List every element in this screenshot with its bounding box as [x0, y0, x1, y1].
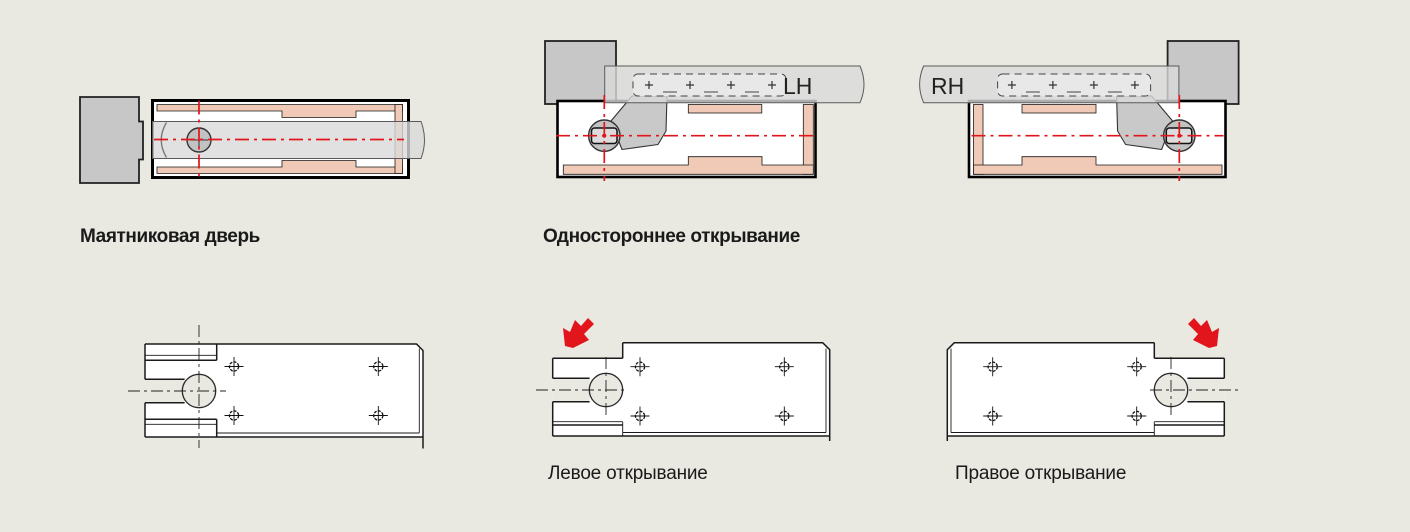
single-action-caption: Одностороннее открывание: [543, 226, 800, 247]
lh-hand-label: LH: [783, 73, 813, 99]
frame-post: [1166, 40, 1240, 105]
single-action-lh-diagram: [544, 40, 865, 181]
centerlines: [128, 325, 226, 448]
left-opening-caption: Левое открывание: [548, 463, 708, 484]
cover-plate: [145, 344, 423, 437]
screw-holes: [630, 357, 794, 426]
box-lining-top-block: [687, 104, 763, 114]
centerlines: [536, 357, 627, 416]
door-leaf: [152, 121, 425, 159]
plate-detail-lines: [552, 348, 827, 436]
slide-channel: [632, 73, 787, 97]
pendulum-plate-plan: [128, 325, 424, 449]
rh-hand-label: RH: [931, 73, 965, 99]
plate-detail-lines: [145, 348, 420, 434]
plate-outline: [946, 341, 1226, 441]
screw-holes: [224, 357, 388, 425]
spindle-slot: [145, 379, 185, 403]
cover-plate: [552, 342, 830, 436]
box-lining-right: [802, 104, 814, 175]
plate-detail-lines: [950, 348, 1225, 436]
box-lining-top-block: [1021, 104, 1097, 114]
right-opening-caption: Правое открывание: [955, 463, 1127, 484]
screw-position-marks: [645, 81, 776, 89]
screw-holes: [983, 357, 1147, 426]
pendulum-door-diagram: [79, 96, 425, 184]
plate-outline: [144, 343, 424, 449]
right-opening-plate-plan: [946, 318, 1241, 441]
single-action-rh-diagram: [919, 40, 1240, 181]
opening-direction-arrow-icon: [563, 318, 594, 348]
slide-channel: [997, 73, 1152, 97]
opening-direction-arrow-icon: [1188, 318, 1219, 348]
pendulum-door-caption: Маятниковая дверь: [80, 226, 260, 247]
spindle-slot: [552, 378, 590, 402]
screw-position-marks: [1007, 81, 1139, 89]
box-lining-left: [973, 104, 984, 175]
frame-post: [79, 96, 144, 184]
box-lining-bottom: [973, 156, 1223, 175]
cover-plate: [947, 342, 1225, 436]
centerlines: [1150, 357, 1241, 416]
plate-outline: [551, 341, 831, 441]
box-lining-bottom: [562, 156, 814, 175]
left-opening-plate-plan: [536, 318, 831, 441]
